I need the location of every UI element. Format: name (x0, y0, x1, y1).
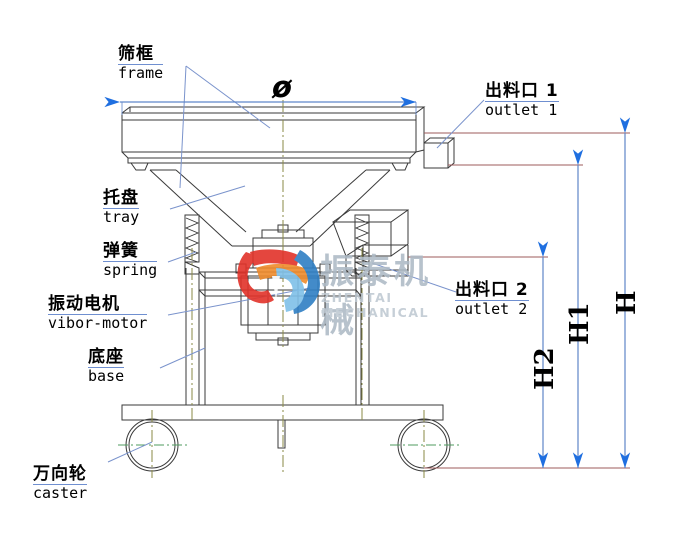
outlet-2-chute (332, 209, 409, 277)
center-lines (151, 100, 425, 478)
sieve-frame-body (121, 106, 426, 164)
diameter-dimension (104, 96, 417, 115)
label-tray: 托盘 tray (103, 188, 140, 226)
base-plate (121, 404, 444, 421)
extension-lines (408, 132, 630, 469)
frame-ledges (130, 162, 409, 171)
label-spring-en: spring (103, 261, 158, 279)
diameter-symbol: ø (272, 70, 292, 104)
dimension-label-h: H (612, 290, 642, 315)
label-base-en: base (88, 367, 125, 385)
label-base: 底座 base (88, 347, 125, 385)
watermark-logo-mark (237, 249, 320, 314)
dimension-label-h1: H1 (565, 302, 595, 345)
machine-outline (121, 106, 455, 472)
label-outlet-2-en: outlet 2 (455, 300, 528, 318)
outlet-1-spout (423, 136, 455, 169)
label-outlet-1-cn: 出料口 1 (485, 81, 559, 102)
label-vibor-motor: 振动电机 vibor-motor (48, 296, 148, 332)
label-vibor-motor-en: vibor-motor (48, 314, 148, 332)
label-tray-en: tray (103, 208, 140, 226)
label-outlet-2-cn: 出料口 2 (455, 280, 529, 301)
label-spring-cn: 弹簧 (103, 243, 158, 262)
label-caster-cn: 万向轮 (33, 464, 88, 485)
label-base-cn: 底座 (88, 347, 125, 368)
dimension-label-h2: H2 (530, 347, 560, 390)
hopper-funnel (149, 169, 391, 247)
label-frame-cn: 筛框 (118, 46, 164, 65)
center-shaft-stub (277, 419, 286, 449)
label-outlet-1: 出料口 1 outlet 1 (485, 83, 559, 118)
label-outlet-2: 出料口 2 outlet 2 (455, 282, 529, 317)
label-caster-en: caster (33, 484, 88, 502)
label-frame: 筛框 frame (118, 46, 164, 82)
vertical-dimensions (537, 117, 631, 468)
label-caster: 万向轮 caster (33, 464, 88, 502)
label-vibor-motor-cn: 振动电机 (48, 296, 148, 315)
label-spring: 弹簧 spring (103, 243, 158, 279)
label-outlet-1-en: outlet 1 (485, 101, 558, 119)
label-tray-cn: 托盘 (103, 188, 140, 209)
leader-lines (107, 65, 485, 463)
label-frame-en: frame (118, 64, 164, 82)
